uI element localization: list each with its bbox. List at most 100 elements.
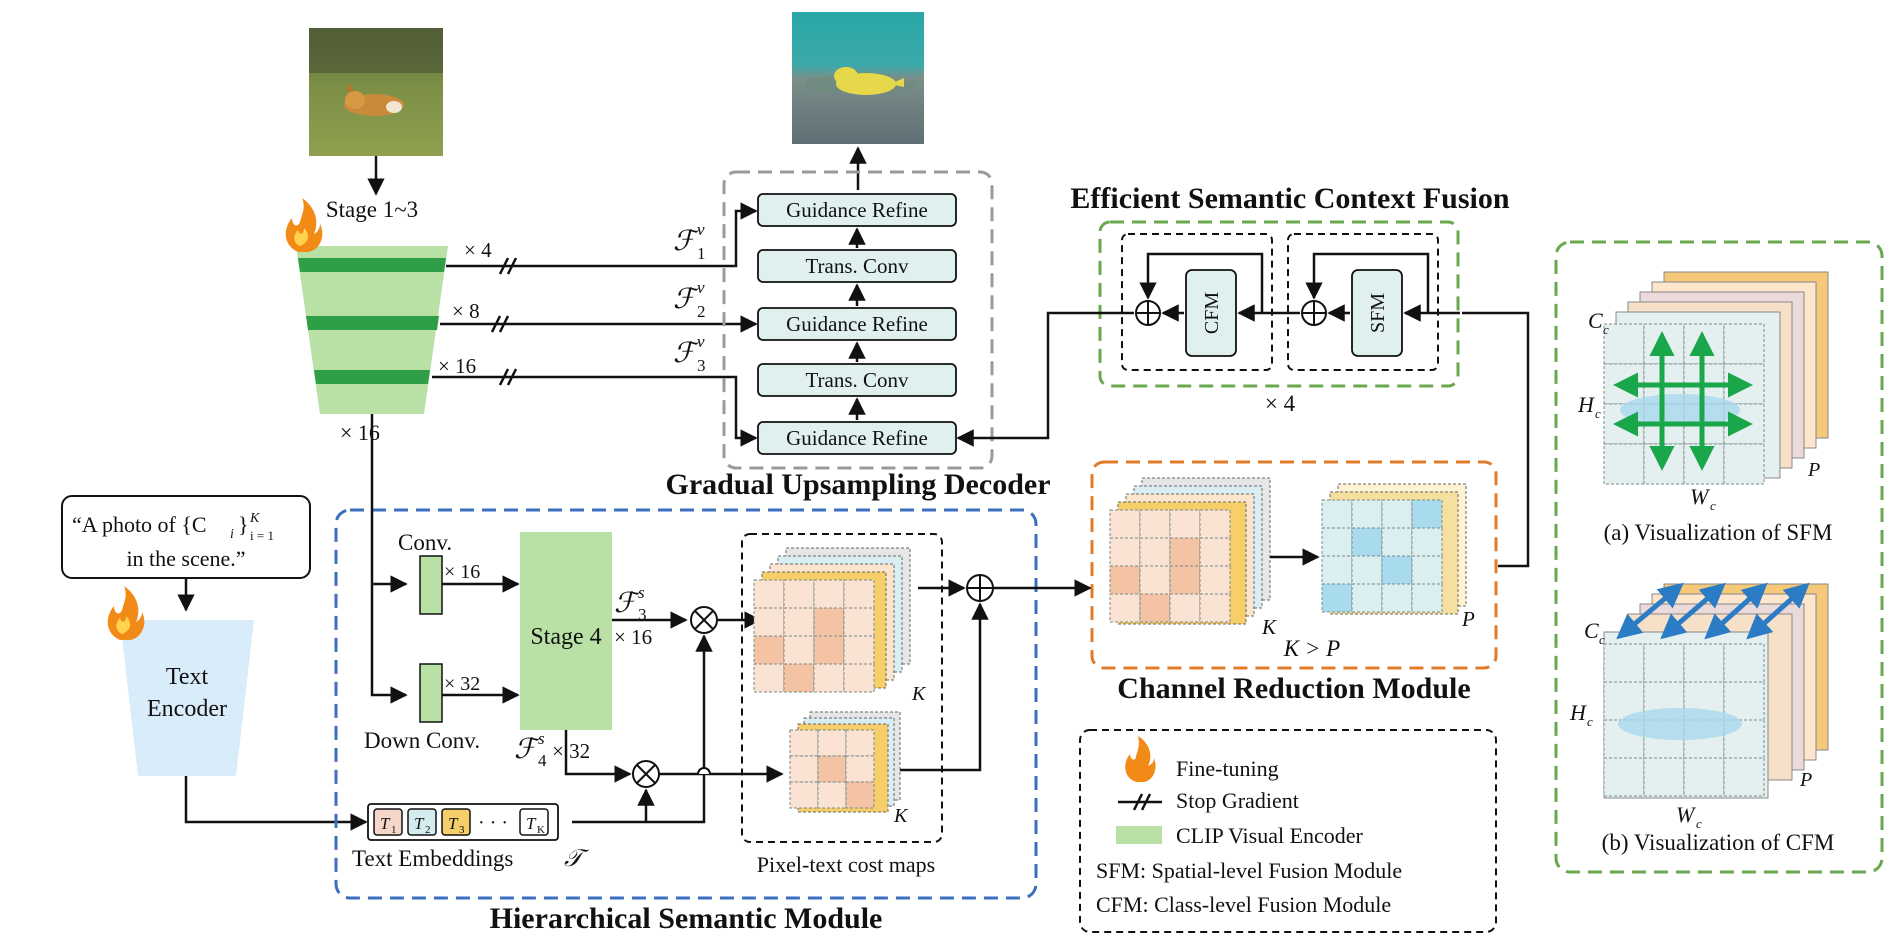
grid-cell — [1199, 593, 1231, 623]
svg-text:CFM: CFM — [1201, 292, 1223, 334]
add-node-cfm — [1135, 300, 1161, 326]
svg-text:i = 1: i = 1 — [250, 528, 274, 543]
svg-text:C: C — [1584, 618, 1599, 643]
legend-fine-tuning: Fine-tuning — [1176, 756, 1279, 781]
text-token-letter: T — [414, 814, 425, 833]
text-token — [407, 808, 437, 836]
svg-text:c: c — [1587, 714, 1593, 729]
grid-cell — [753, 663, 785, 693]
arrow-encoder-to-downconv — [370, 414, 408, 704]
grid-cell — [1169, 509, 1201, 539]
fusion-title: Efficient Semantic Context Fusion — [1070, 182, 1509, 215]
feature-path-3 — [432, 368, 758, 447]
scale-x16: × 16 — [438, 354, 476, 378]
svg-text:C: C — [1588, 308, 1603, 333]
conv-label: Conv. — [398, 530, 452, 555]
crm-p-label: P — [1461, 607, 1475, 631]
text-token-sub: K — [537, 824, 545, 836]
grid-cell — [1169, 593, 1201, 623]
hsm-panel — [334, 508, 1038, 900]
svg-text:2: 2 — [697, 302, 706, 321]
text-token-letter: T — [526, 814, 537, 833]
flame-icon — [107, 586, 145, 640]
text-token — [441, 808, 471, 836]
svg-text:𝒯: 𝒯 — [564, 846, 590, 872]
grid-cell — [845, 781, 875, 809]
svg-text:W: W — [1676, 802, 1696, 827]
svg-text:3: 3 — [697, 356, 706, 375]
svg-text:× 16: × 16 — [614, 625, 652, 649]
guidance-refine-block-1: Guidance Refine — [757, 193, 957, 227]
token-ellipsis: · · · — [478, 812, 508, 834]
cost-map-k-label-2: K — [893, 805, 909, 827]
text-token — [519, 808, 549, 836]
grid-cell — [1351, 527, 1383, 557]
grid-cell — [1683, 757, 1725, 797]
grid-cell — [1643, 757, 1685, 797]
svg-text:“A photo of {C: “A photo of {C — [72, 512, 207, 537]
arrow-crm-to-fusion — [1462, 311, 1530, 568]
grid-cell — [783, 607, 815, 637]
grid-cell — [783, 635, 815, 665]
feature-path-2 — [440, 315, 758, 333]
grid-cell — [1411, 499, 1443, 529]
svg-text:P: P — [1799, 769, 1812, 791]
svg-text:SFM: SFM — [1367, 293, 1389, 333]
grid-cell — [753, 579, 785, 609]
svg-text:Guidance Refine: Guidance Refine — [786, 198, 928, 222]
guidance-refine-block-2: Guidance Refine — [757, 307, 957, 341]
svg-text:W: W — [1690, 484, 1710, 509]
svg-text:in the scene.”: in the scene.” — [126, 546, 245, 571]
grid-cell — [1139, 565, 1171, 595]
grid-cell — [1381, 583, 1413, 613]
svg-text:c: c — [1696, 816, 1702, 831]
text-token-sub: 1 — [391, 824, 397, 836]
cfm-visualization: C c H c W c P (b) Visualization of CFM — [1569, 582, 1834, 855]
grid-cell — [1683, 643, 1725, 683]
svg-text:c: c — [1595, 406, 1601, 421]
svg-text:P: P — [1807, 459, 1820, 481]
grid-cell — [1109, 509, 1141, 539]
arrow-fusion-to-decoder — [956, 311, 1134, 447]
grid-cell — [845, 729, 875, 757]
feature-label-f1v: ℱ v 1 — [673, 220, 706, 263]
crm-title: Channel Reduction Module — [1117, 672, 1470, 705]
svg-text:Trans. Conv: Trans. Conv — [805, 254, 909, 278]
visualization-panel — [1554, 240, 1884, 874]
svg-text:H: H — [1569, 700, 1587, 725]
feature-label-f3s: ℱ s 3 × 16 — [614, 583, 652, 649]
svg-text:c: c — [1603, 322, 1609, 337]
feature-label-f3v: ℱ v 3 — [673, 332, 706, 375]
svg-text:Text: Text — [166, 664, 209, 690]
grid-cell — [1381, 499, 1413, 529]
grid-cell — [813, 635, 845, 665]
sfm-block: SFM — [1351, 269, 1403, 357]
grid-cell — [1199, 537, 1231, 567]
svg-text:s: s — [638, 583, 645, 602]
flame-icon — [285, 198, 323, 252]
grid-cell — [1723, 757, 1765, 797]
grid-cell — [753, 607, 785, 637]
text-token-letter: T — [380, 814, 391, 833]
grid-cell — [1321, 555, 1353, 585]
crm-output-stack — [1321, 483, 1467, 615]
clip-swatch — [1116, 826, 1162, 844]
grid-cell — [1139, 509, 1171, 539]
crm-relation: K > P — [1283, 636, 1340, 661]
down-conv-block — [419, 663, 443, 723]
grid-cell — [813, 579, 845, 609]
arrow-text-encoder-to-embeddings — [184, 776, 368, 831]
svg-text:Trans. Conv: Trans. Conv — [805, 368, 909, 392]
scale-x32-downconv: × 32 — [444, 673, 480, 695]
grid-cell — [1723, 323, 1765, 365]
feature-label-f4s: ℱ s 4 × 32 — [514, 729, 590, 770]
grid-cell — [1351, 499, 1383, 529]
scale-x4: × 4 — [464, 238, 492, 262]
add-node-sfm — [1301, 300, 1327, 326]
feature-label-f2v: ℱ v 2 — [673, 278, 706, 321]
grid-cell — [783, 579, 815, 609]
grid-cell — [1139, 593, 1171, 623]
add-node-cost — [966, 574, 994, 602]
